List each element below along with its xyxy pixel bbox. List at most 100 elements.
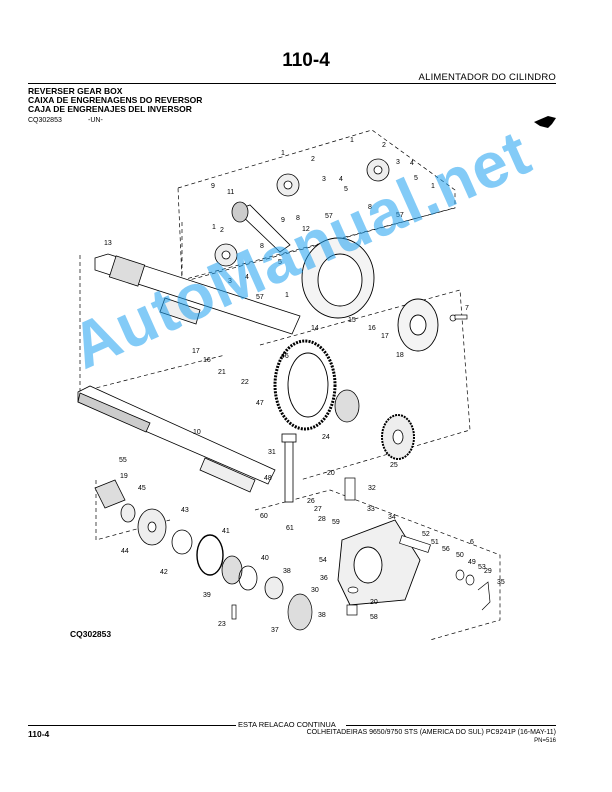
svg-text:12: 12 — [302, 226, 310, 233]
svg-text:17: 17 — [381, 333, 389, 340]
svg-text:10: 10 — [193, 429, 201, 436]
svg-text:2: 2 — [220, 227, 224, 234]
svg-text:50: 50 — [456, 552, 464, 559]
rear-housing — [337, 519, 421, 606]
footer-rule-right — [346, 725, 556, 726]
svg-text:4: 4 — [410, 160, 414, 167]
svg-text:1: 1 — [281, 150, 285, 157]
svg-text:17: 17 — [192, 348, 200, 355]
continue-notice: ESTA RELACAO CONTINUA — [238, 720, 336, 729]
svg-text:40: 40 — [261, 555, 269, 562]
svg-text:5: 5 — [278, 259, 282, 266]
svg-text:8: 8 — [260, 243, 264, 250]
svg-text:56: 56 — [442, 546, 450, 553]
svg-text:26: 26 — [307, 498, 315, 505]
title-english: REVERSER GEAR BOX — [28, 86, 123, 96]
reference-code: CQ302853 — [28, 117, 62, 124]
svg-text:42: 42 — [160, 569, 168, 576]
svg-text:22: 22 — [241, 379, 249, 386]
svg-text:35: 35 — [497, 579, 505, 586]
svg-text:6: 6 — [470, 539, 474, 546]
footer-rule-left — [28, 725, 236, 726]
svg-text:25: 25 — [390, 462, 398, 469]
long-bolt — [281, 433, 297, 503]
page-number-bottom: 110-4 — [28, 729, 50, 739]
svg-text:55: 55 — [119, 457, 127, 464]
page-number-top: 110-4 — [282, 50, 330, 71]
svg-text:5: 5 — [414, 175, 418, 182]
svg-text:31: 31 — [268, 449, 276, 456]
svg-text:59: 59 — [332, 519, 340, 526]
svg-text:24: 24 — [322, 434, 330, 441]
svg-text:52: 52 — [422, 531, 430, 538]
svg-text:16: 16 — [368, 325, 376, 332]
svg-text:1: 1 — [212, 224, 216, 231]
svg-text:61: 61 — [286, 525, 294, 532]
svg-text:57: 57 — [325, 213, 333, 220]
svg-text:41: 41 — [222, 528, 230, 535]
svg-text:7: 7 — [465, 305, 469, 312]
svg-text:30: 30 — [311, 587, 319, 594]
figure-code: CQ302853 — [70, 629, 112, 639]
svg-text:11: 11 — [227, 189, 234, 196]
ring-gear — [273, 339, 337, 431]
header-rule — [28, 83, 556, 84]
svg-text:44: 44 — [121, 548, 129, 555]
svg-text:51: 51 — [431, 539, 439, 546]
svg-text:1: 1 — [285, 292, 289, 299]
svg-text:38: 38 — [283, 568, 291, 575]
svg-text:20: 20 — [327, 470, 335, 477]
svg-text:1: 1 — [431, 183, 435, 190]
svg-text:2: 2 — [311, 156, 315, 163]
svg-text:36: 36 — [320, 575, 328, 582]
svg-text:58: 58 — [370, 614, 378, 621]
svg-text:47: 47 — [256, 400, 264, 407]
bearing-and-gear — [334, 389, 415, 460]
svg-text:5: 5 — [344, 186, 348, 193]
page-pn: PN=516 — [534, 738, 556, 744]
svg-text:4: 4 — [339, 176, 343, 183]
svg-text:46: 46 — [281, 353, 289, 360]
svg-text:39: 39 — [203, 592, 211, 599]
svg-text:3: 3 — [396, 159, 400, 166]
svg-text:53: 53 — [478, 564, 486, 571]
svg-text:28: 28 — [318, 516, 326, 523]
splined-shaft — [77, 385, 276, 493]
svg-text:60: 60 — [260, 513, 268, 520]
svg-text:3: 3 — [228, 278, 232, 285]
gearbox-housing — [301, 237, 439, 352]
svg-text:19: 19 — [120, 473, 128, 480]
svg-text:48: 48 — [264, 475, 272, 482]
svg-text:3: 3 — [322, 176, 326, 183]
svg-text:8: 8 — [368, 204, 372, 211]
title-portuguese: CAIXA DE ENGRENAGENS DO REVERSOR — [28, 95, 203, 105]
svg-text:33: 33 — [367, 506, 375, 513]
svg-text:37: 37 — [271, 627, 279, 634]
svg-text:34: 34 — [388, 514, 396, 521]
svg-text:38: 38 — [318, 612, 326, 619]
svg-text:18: 18 — [396, 352, 404, 359]
seals-and-rings — [94, 479, 284, 600]
svg-text:1: 1 — [350, 137, 354, 144]
svg-text:57: 57 — [396, 212, 404, 219]
svg-text:54: 54 — [319, 557, 327, 564]
svg-text:49: 49 — [468, 559, 476, 566]
publication-info: COLHEITADEIRAS 9650/9750 STS (AMERICA DO… — [306, 729, 556, 736]
svg-text:57: 57 — [256, 294, 264, 301]
direction-arrow-icon — [534, 116, 556, 128]
svg-text:4: 4 — [245, 274, 249, 281]
svg-text:2: 2 — [382, 142, 386, 149]
main-shaft — [94, 253, 301, 335]
title-spanish: CAJA DE ENGRENAJES DEL INVERSOR — [28, 104, 192, 114]
svg-text:45: 45 — [138, 485, 146, 492]
svg-text:21: 21 — [218, 369, 226, 376]
svg-text:13: 13 — [104, 240, 112, 247]
svg-text:20: 20 — [370, 599, 378, 606]
upper-gears — [214, 158, 390, 267]
section-title: ALIMENTADOR DO CILINDRO — [418, 72, 556, 83]
unit-code: -UN- — [88, 117, 103, 124]
svg-text:43: 43 — [181, 507, 189, 514]
svg-text:27: 27 — [314, 506, 322, 513]
